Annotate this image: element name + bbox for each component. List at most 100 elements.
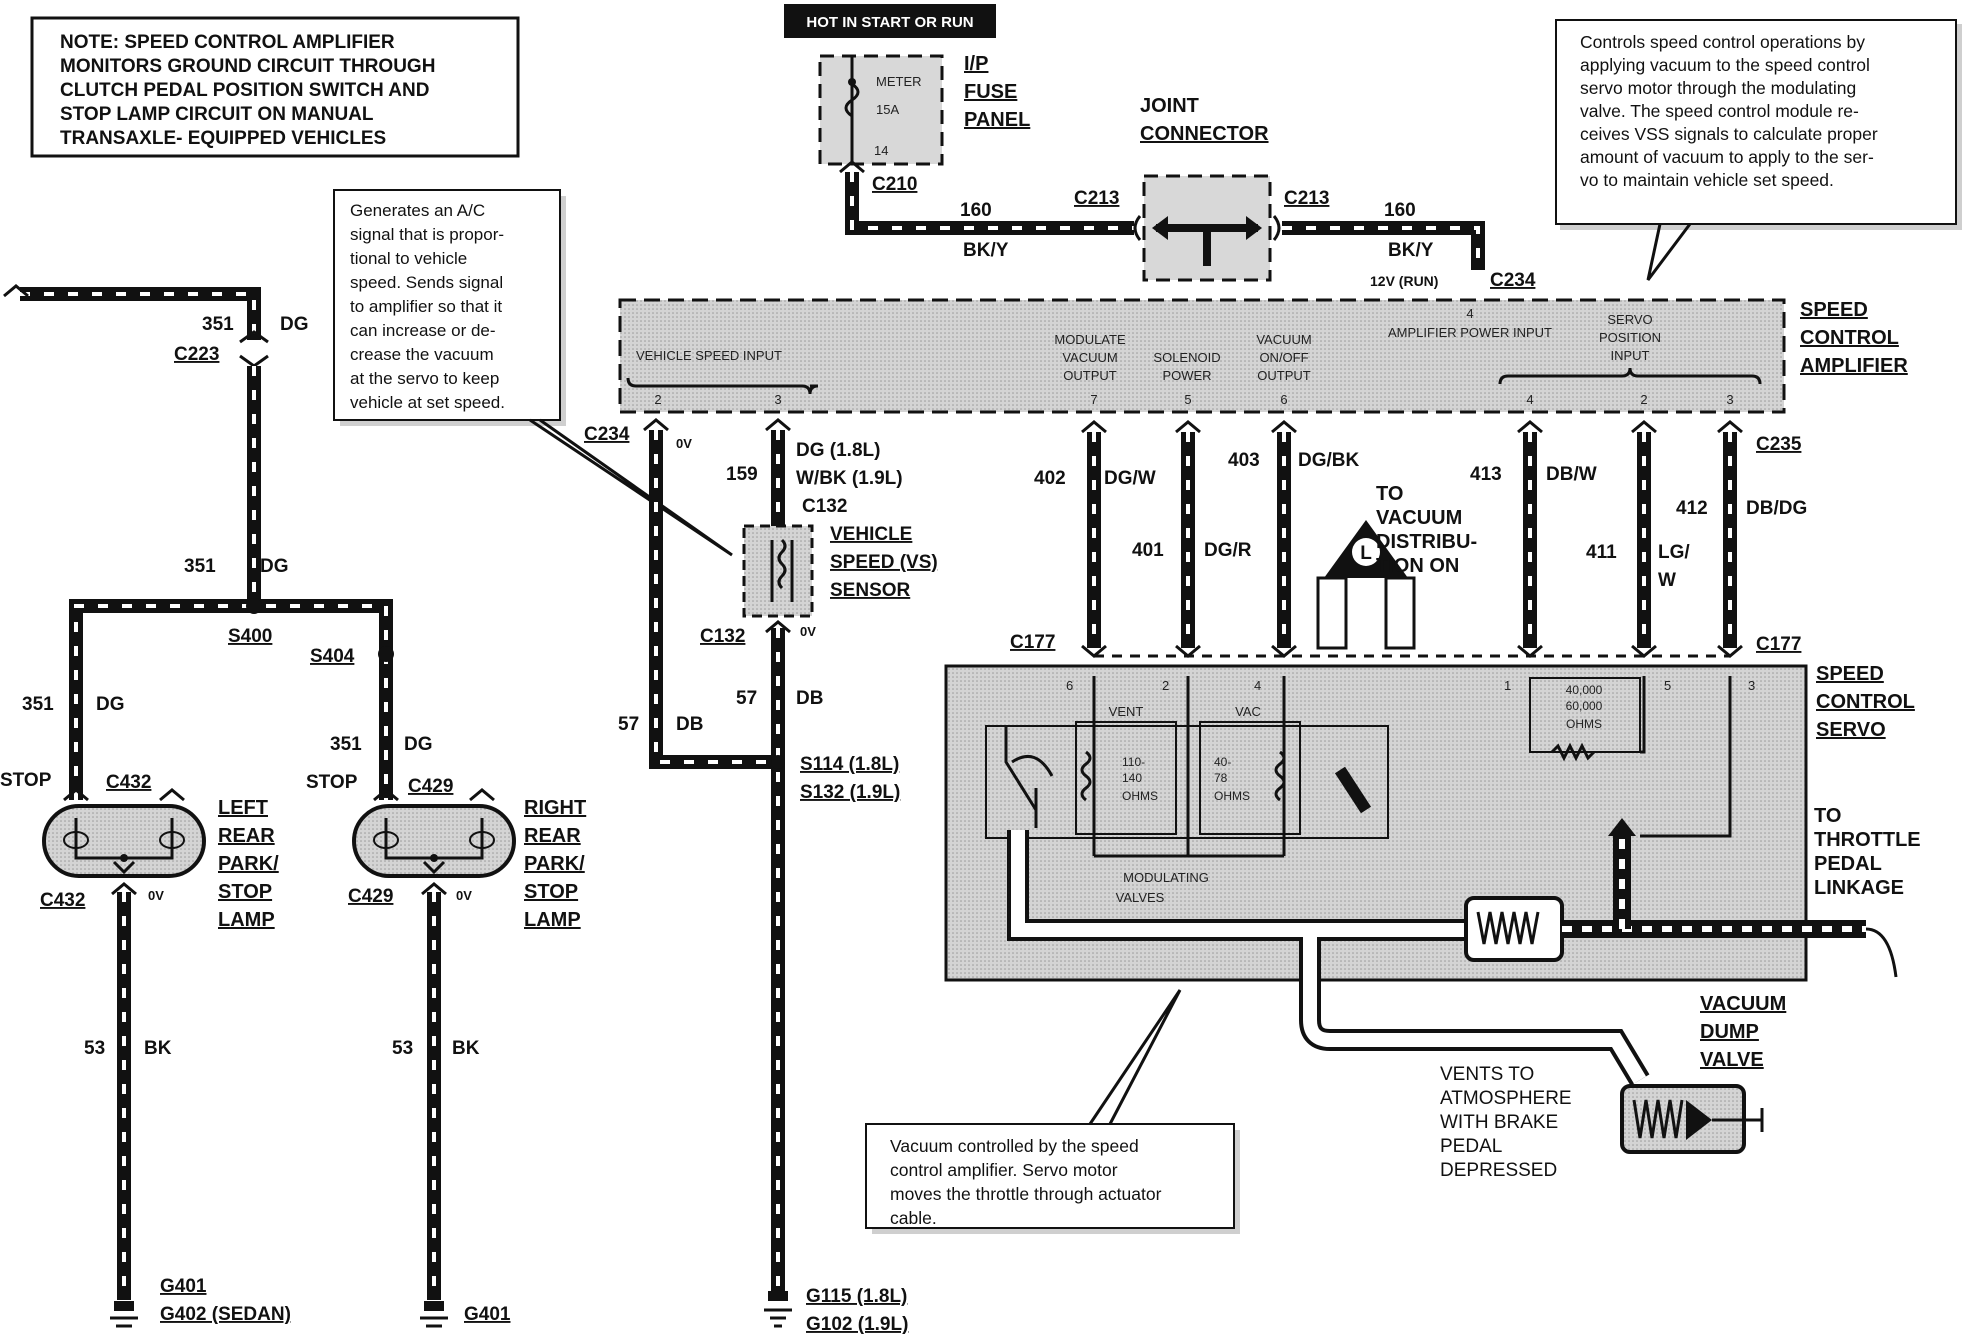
svg-text:servo motor through the modula: servo motor through the modulating — [1580, 78, 1856, 98]
vents-label-3: WITH BRAKE — [1440, 1112, 1558, 1133]
wire-160-right — [1282, 221, 1485, 270]
svg-text:VAC: VAC — [1235, 704, 1261, 719]
left-lamp-label-1: LEFT — [218, 797, 268, 819]
ov-label-1: 0V — [676, 436, 692, 451]
s400-label: S400 — [228, 626, 272, 647]
throttle-label-2: THROTTLE — [1814, 829, 1921, 851]
svg-text:VENT: VENT — [1109, 704, 1144, 719]
svg-text:2: 2 — [1162, 678, 1169, 693]
vss-label-3: SENSOR — [830, 580, 911, 601]
svg-text:78: 78 — [1214, 771, 1228, 785]
note-clutch-monitor: NOTE: SPEED CONTROL AMPLIFIER MONITORS G… — [30, 16, 520, 158]
c234-top-label: C234 — [1490, 270, 1536, 291]
wire-dg-label-a: DG — [280, 314, 309, 335]
c213-label-right: C213 — [1284, 188, 1329, 209]
svg-text:at the servo to keep: at the servo to keep — [350, 369, 499, 388]
s114-label: S114 (1.8L) — [800, 754, 899, 775]
wire-351-label-a: 351 — [202, 314, 234, 335]
g401-right-label: G401 — [464, 1304, 511, 1325]
joint-connector-label: JOINT — [1140, 95, 1199, 117]
svg-text:7: 7 — [1090, 392, 1097, 407]
svg-text:OHMS: OHMS — [1122, 789, 1158, 803]
svg-text:crease the vacuum: crease the vacuum — [350, 345, 494, 364]
svg-text:2: 2 — [654, 392, 661, 407]
right-lamp-label-5: LAMP — [524, 909, 581, 931]
svg-text:amount of vacuum to apply to t: amount of vacuum to apply to the ser- — [1580, 147, 1874, 167]
s404-label: S404 — [310, 646, 355, 667]
amp-servo-wires — [1081, 420, 1743, 658]
wire-53-left — [110, 882, 138, 1328]
amplifier-label-3: AMPLIFIER — [1800, 355, 1908, 377]
right-rear-lamp — [352, 788, 516, 878]
wire-db-label-a: DB — [796, 688, 823, 709]
wire-57-ground — [765, 620, 791, 1296]
throttle-label-3: PEDAL — [1814, 853, 1882, 875]
joint-connector-label-2: CONNECTOR — [1140, 123, 1269, 145]
svg-text:MODULATE: MODULATE — [1054, 332, 1126, 347]
note-module-function: Controls speed control operations by app… — [1555, 19, 1962, 281]
svg-text:40-: 40- — [1214, 755, 1231, 769]
stop-label-right: STOP — [306, 772, 358, 793]
wire-159-vss-signal — [765, 418, 791, 528]
svg-text:I/P: I/P — [964, 53, 988, 75]
svg-text:ON/OFF: ON/OFF — [1259, 350, 1308, 365]
speed-control-amplifier: VEHICLE SPEED INPUT MODULATE VACUUM OUTP… — [618, 298, 1786, 414]
wire-lgw-label-2: W — [1658, 570, 1676, 591]
vents-label-4: PEDAL — [1440, 1136, 1502, 1157]
wire-bk-label-b: BK — [452, 1038, 480, 1059]
left-lamp-label-3: PARK/ — [218, 853, 279, 875]
servo-label-1: SPEED — [1816, 663, 1884, 685]
svg-text:VALVES: VALVES — [1116, 890, 1165, 905]
hot-in-start-label: HOT IN START OR RUN — [784, 4, 996, 38]
wire-351-split — [69, 598, 394, 800]
svg-text:L: L — [1360, 543, 1372, 564]
svg-text:INPUT: INPUT — [1611, 348, 1650, 363]
svg-text:FUSE: FUSE — [964, 81, 1017, 103]
svg-text:HOT IN START OR RUN: HOT IN START OR RUN — [806, 14, 973, 31]
svg-text:control amplifier. Servo: control amplifier. Servo motor — [890, 1160, 1118, 1180]
wire-53-label-a: 53 — [84, 1038, 105, 1059]
wire-57-label-b: 57 — [618, 714, 639, 735]
right-lamp-label-3: PARK/ — [524, 853, 585, 875]
svg-text:14: 14 — [874, 143, 888, 158]
ov-label-4: 0V — [456, 888, 472, 903]
vss-sensor — [742, 524, 814, 618]
svg-text:VACUUM: VACUUM — [1256, 332, 1311, 347]
to-vacuum-label-4: TION ON — [1376, 555, 1459, 577]
run-12v-label: 12V (RUN) — [1370, 273, 1438, 289]
wire-dg-label-d: DG — [404, 734, 433, 755]
c213-label-left: C213 — [1074, 188, 1119, 209]
svg-text:15A: 15A — [876, 102, 899, 117]
svg-text:vo to maintain vehicle set spe: vo to maintain vehicle set speed. — [1580, 170, 1834, 190]
right-lamp-label-1: RIGHT — [524, 797, 586, 819]
to-vacuum-label-3: DISTRIBU- — [1376, 531, 1477, 553]
to-vacuum-label-2: VACUUM — [1376, 507, 1462, 529]
svg-text:OHMS: OHMS — [1566, 717, 1602, 731]
wire-57-label-a: 57 — [736, 688, 757, 709]
wire-53-label-b: 53 — [392, 1038, 413, 1059]
c429-top-label: C429 — [408, 776, 453, 797]
wire-dg-18-label: DG (1.8L) — [796, 440, 880, 461]
c132-bottom-label: C132 — [700, 626, 745, 647]
wire-53-right — [420, 882, 448, 1328]
c234-left-label: C234 — [584, 424, 630, 445]
servo-label-2: CONTROL — [1816, 691, 1915, 713]
g402-label: G402 (SEDAN) — [160, 1304, 291, 1325]
svg-text:1: 1 — [1504, 678, 1511, 693]
svg-text:OUTPUT: OUTPUT — [1257, 368, 1311, 383]
svg-text:valve. The speed control modu: valve. The speed control module re- — [1580, 101, 1859, 121]
svg-text:Vacuum controlled by the s: Vacuum controlled by the speed — [890, 1136, 1139, 1156]
svg-text:SOLENOID: SOLENOID — [1153, 350, 1220, 365]
svg-text:STOP LAMP CIRCUIT ON MANUAL: STOP LAMP CIRCUIT ON MANUAL — [60, 104, 374, 125]
wire-bky-label-b: BK/Y — [1388, 240, 1434, 261]
wire-351-label-b: 351 — [184, 556, 216, 577]
g401-left-label: G401 — [160, 1276, 207, 1297]
ov-label-2: 0V — [800, 624, 816, 639]
svg-text:AMPLIFIER POWER INPUT: AMPLIFIER POWER INPUT — [1388, 325, 1552, 340]
svg-text:PANEL: PANEL — [964, 109, 1030, 131]
svg-text:VACUUM: VACUUM — [1062, 350, 1117, 365]
svg-text:VEHICLE SPEED INPUT: VEHICLE SPEED INPUT — [636, 348, 782, 363]
to-vacuum-distribution: L — [1316, 520, 1416, 650]
dump-valve-label-3: VALVE — [1700, 1049, 1764, 1071]
